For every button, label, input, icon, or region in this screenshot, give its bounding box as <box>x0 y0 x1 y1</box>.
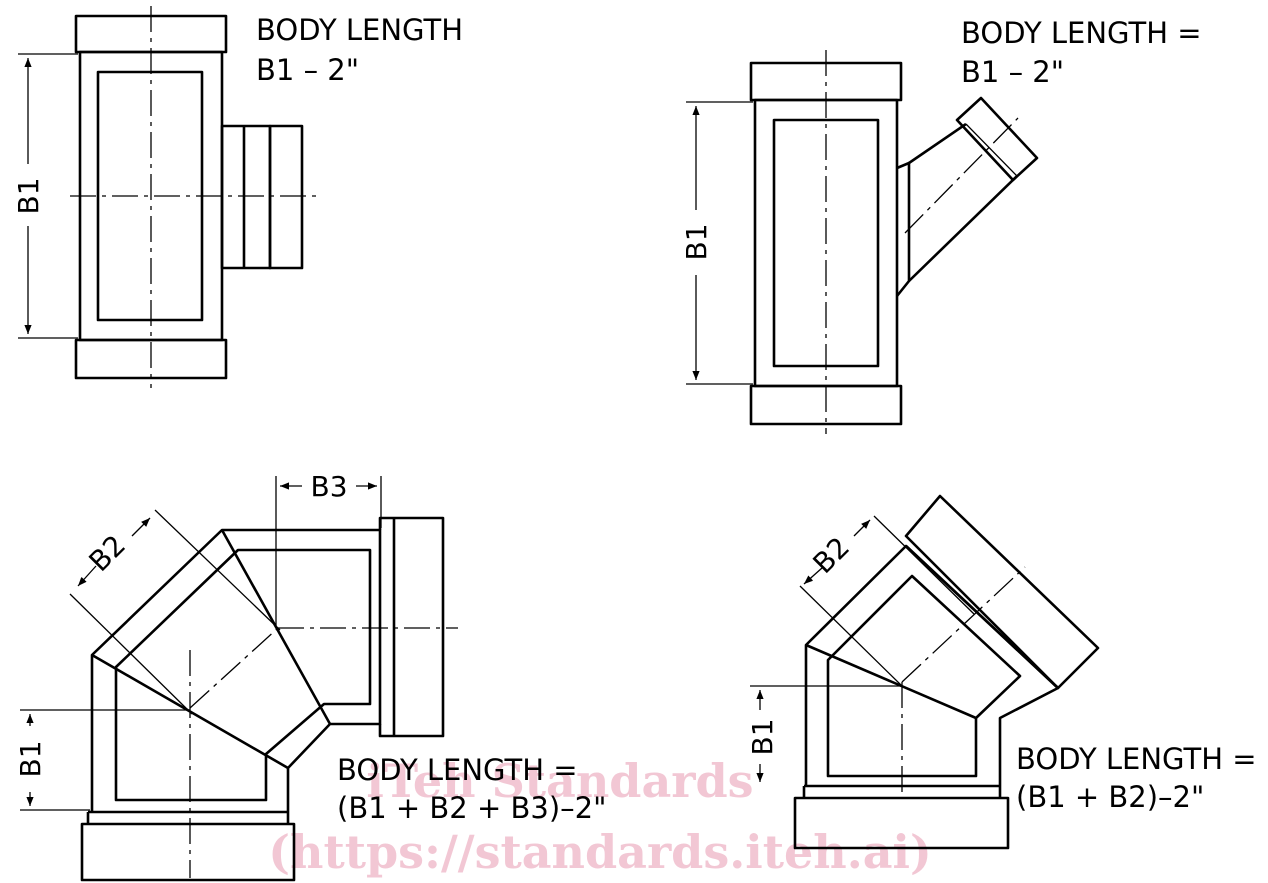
elbow45-body-length-label: BODY LENGTH = <box>1016 742 1257 776</box>
wye-body-length-label: BODY LENGTH = <box>961 16 1202 50</box>
elbow90-body-length-label: BODY LENGTH = <box>337 753 578 787</box>
wye-fitting: B1 BODY LENGTH = B1 – 2" <box>680 16 1202 434</box>
elbow90-b3-label: B3 <box>310 470 347 503</box>
elbow90-body <box>90 528 382 812</box>
wye-branch <box>908 122 1018 282</box>
elbow45-body-inner <box>826 574 1022 778</box>
elbow90-b2-label: B2 <box>83 529 133 579</box>
tee-body-length-label: BODY LENGTH <box>256 13 463 47</box>
elbow90-miter-lines <box>91 529 332 770</box>
watermark-line-2: (https://standards.iteh.ai) <box>268 825 932 879</box>
elbow45-miter-line <box>805 643 977 720</box>
wye-branch-centerline <box>904 117 1019 234</box>
elbow90-side-hub <box>378 516 445 738</box>
elbow90-body-length-formula: (B1 + B2 + B3)–2" <box>337 791 606 825</box>
elbow90-body-inner <box>114 548 372 802</box>
wye-branch-base <box>895 161 911 297</box>
watermark: iTeh Standards (https://standards.iteh.a… <box>268 754 932 879</box>
wye-b1-label: B1 <box>680 223 713 260</box>
elbow90-bottom-hub <box>80 822 296 882</box>
tee-b1-label: B1 <box>12 177 45 214</box>
wye-body-length-formula: B1 – 2" <box>961 55 1064 89</box>
elbow-90-fitting: B1 B2 B3 BODY LENGTH = (B1 + B2 + B3)–2" <box>14 470 606 882</box>
elbow45-end-hub <box>904 494 1100 690</box>
watermark-line-1: iTeh Standards <box>366 754 753 808</box>
elbow90-b1-label: B1 <box>14 740 47 777</box>
elbow45-body-length-formula: (B1 + B2)–2" <box>1016 780 1204 814</box>
elbow45-b2-label: B2 <box>807 531 857 581</box>
sanitary-tee-fitting: B1 BODY LENGTH B1 – 2" <box>12 6 463 388</box>
elbow45-bottom-hub <box>793 796 1010 850</box>
elbow45-diagonal-centerline <box>901 566 1026 683</box>
elbow90-diagonal-centerline <box>189 627 279 709</box>
tee-branch-hub <box>268 124 304 270</box>
tee-body-length-formula: B1 – 2" <box>256 53 359 87</box>
elbow-45-fitting: B1 B2 BODY LENGTH = (B1 + B2)–2" <box>746 494 1257 850</box>
wye-branch-hub <box>955 96 1039 182</box>
tee-branch <box>220 124 272 270</box>
elbow45-b1-label: B1 <box>746 718 779 755</box>
